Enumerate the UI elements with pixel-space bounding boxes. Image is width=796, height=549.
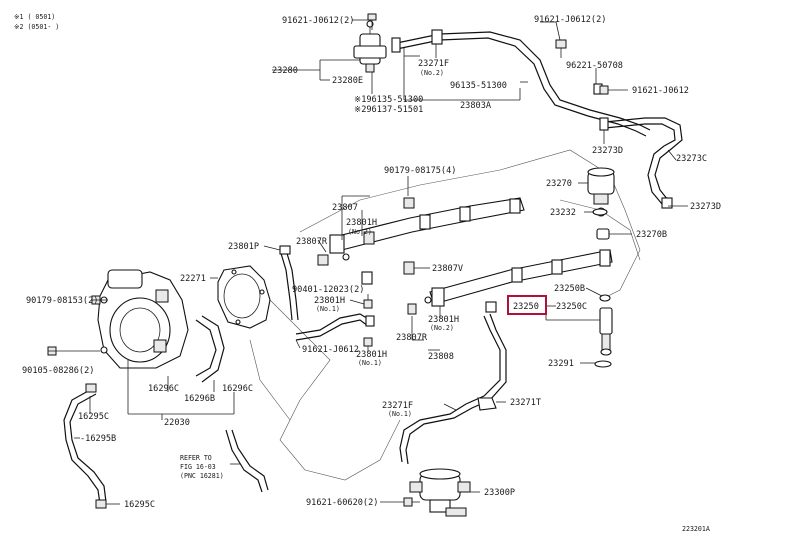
label-23250C: 23250C — [556, 302, 587, 312]
label-no1-b: (No.1) — [358, 359, 382, 367]
label-23807V: 23807V — [432, 264, 463, 274]
label-23271T: 23271T — [510, 398, 541, 408]
bolt-91621-right — [599, 85, 628, 95]
label-91621-top-right: 91621-J0612(2) — [534, 15, 606, 25]
label-23291: 23291 — [548, 359, 574, 369]
bolt-91621-top-right — [555, 39, 567, 58]
header-note-1: ※1 ( 0501) — [14, 13, 55, 21]
label-23807R-b: 23807R — [396, 333, 428, 343]
label-23801H-a: 23801H — [346, 218, 377, 228]
highlight-box-23250[interactable] — [507, 295, 547, 315]
label-23232: 23232 — [550, 208, 576, 218]
label-16296C-b: 16296C — [222, 384, 253, 394]
figure-id: 223201A — [682, 525, 710, 533]
label-23250[interactable]: 23250 — [513, 302, 539, 312]
hose-16296C — [195, 315, 225, 383]
label-no1-a: (No.1) — [316, 305, 340, 313]
label-23280E: 23280E — [332, 76, 363, 86]
label-23801P: 23801P — [228, 242, 259, 252]
label-23803A: 23803A — [460, 101, 492, 111]
insulator-23291 — [594, 360, 612, 368]
label-23807: 23807 — [332, 203, 358, 213]
label-96221: 96221-50708 — [566, 61, 623, 71]
clip-23271T — [477, 397, 497, 411]
label-23270: 23270 — [546, 179, 572, 189]
label-22030: 22030 — [164, 418, 190, 428]
label-91621-top-left: 91621-J0612(2) — [282, 16, 354, 26]
gasket-23232 — [592, 208, 608, 216]
label-91621-mid: 91621-J0612 — [302, 345, 359, 355]
fuel-filter-23300P — [409, 468, 471, 517]
label-23808: 23808 — [428, 352, 454, 362]
leader-lines — [48, 19, 688, 505]
header-note-2: ※2 (0501- ) — [14, 23, 59, 31]
engine-background-outline — [249, 149, 641, 481]
label-90105: 90105-08286(2) — [22, 366, 94, 376]
label-refer: REFER TO — [180, 454, 212, 462]
label-23273D-b: 23273D — [690, 202, 721, 212]
label-90401: 90401-12023(2) — [292, 285, 364, 295]
fuel-rail-lower-23808 — [403, 249, 613, 315]
fuel-rail-upper-23807 — [317, 197, 525, 266]
label-23807R-a: 23807R — [296, 237, 328, 247]
label-23273D-a: 23273D — [592, 146, 623, 156]
part-labels: 91621-J0612(2) 23280 23280E 23271F (No.2… — [22, 15, 721, 533]
label-no2-c: (No.2) — [430, 324, 454, 332]
label-16295C-b: 16295C — [124, 500, 155, 510]
label-23271F-top: 23271F — [418, 59, 449, 69]
label-23801H-b: 23801H — [314, 296, 345, 306]
label-pno: (PNC 16281) — [180, 472, 224, 480]
bolt-91621-60620 — [403, 497, 420, 507]
fuel-hose-23273C — [599, 117, 683, 209]
label-16295B: -16295B — [80, 434, 116, 444]
label-296137: ※296137-51501 — [354, 105, 423, 115]
bolt-91621-top-left — [367, 13, 377, 30]
label-23273C: 23273C — [676, 154, 707, 164]
label-196135: ※196135-51300 — [354, 95, 423, 105]
label-no2-b: (No.2) — [348, 228, 372, 236]
label-90179-top: 90179-08175(4) — [384, 166, 456, 176]
label-23270B: 23270B — [636, 230, 667, 240]
fuel-pressure-sensor-23280 — [353, 20, 387, 73]
label-no1-c: (No.1) — [388, 410, 412, 418]
label-91621-right: 91621-J0612 — [632, 86, 689, 96]
label-no2-top: (No.2) — [420, 69, 444, 77]
fuel-injector-23250 — [599, 294, 613, 356]
label-23801H-c: 23801H — [428, 315, 459, 325]
fuel-hose-23271F — [399, 301, 507, 465]
throttle-body-22030 — [97, 269, 189, 369]
label-23271F-b: 23271F — [382, 401, 413, 411]
label-90179-left: 90179-08153(2) — [26, 296, 98, 306]
label-23801H-d: 23801H — [356, 350, 387, 360]
label-fig: FIG 16-03 — [180, 463, 216, 471]
gasket-22271 — [217, 265, 271, 329]
label-23280: 23280 — [272, 66, 298, 76]
label-22271: 22271 — [180, 274, 206, 284]
clamp-23270B — [596, 228, 610, 240]
hose-16296B — [225, 429, 269, 493]
fuel-hose-top — [391, 29, 651, 137]
label-96135-top: 96135-51300 — [450, 81, 507, 91]
label-16296B: 16296B — [184, 394, 215, 404]
label-16296C-a: 16296C — [148, 384, 179, 394]
label-16295C-a: 16295C — [78, 412, 109, 422]
label-23250B: 23250B — [554, 284, 585, 294]
label-91621-60620: 91621-60620(2) — [306, 498, 378, 508]
pipe-23801P — [279, 245, 299, 321]
label-23300P: 23300P — [484, 488, 515, 498]
hose-16295-left — [63, 383, 107, 509]
